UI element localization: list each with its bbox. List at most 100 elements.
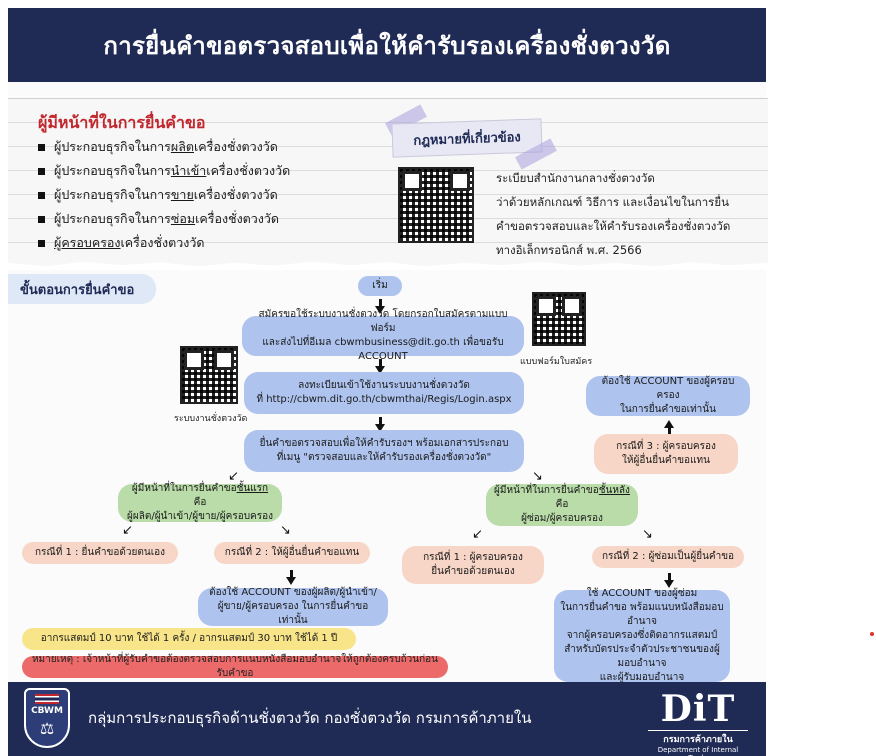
step2-box: ลงทะเบียนเข้าใช้งานระบบงานชั่งตวงวัด ที่… (244, 372, 524, 414)
detail-line: ในการยื่นคำขอ พร้อมแนบหนังสือมอบอำนาจ (560, 602, 724, 627)
steps-label: ขั้นตอนการยื่นคำขอ (8, 274, 156, 304)
bullet-icon (38, 191, 45, 199)
law-qr-code-icon[interactable] (398, 167, 474, 243)
arrow-down-right-icon: ↘ (280, 523, 291, 538)
detail-line: ผู้ขาย/ผู้ครอบครอง ในการยื่นคำขอเท่านั้น (217, 601, 369, 626)
detail-line: และผู้รับมอบอำนาจ (599, 672, 685, 683)
arrow-down-icon (664, 573, 674, 588)
cbwm-logo-text: CBWM (31, 706, 63, 716)
list-item: ผู้ครอบครองเครื่องชั่งตวงวัด (38, 231, 290, 255)
law-line: ระเบียบสำนักงานกลางชั่งตวงวัด (496, 171, 655, 185)
step3-box: ยื่นคำขอตรวจสอบเพื่อให้คำรับรองฯ พร้อมเอ… (244, 430, 524, 472)
later-tier-text: ผู้มีหน้าที่ในการยื่นคำขอ (494, 485, 599, 496)
case3-right-line: กรณีที่ 3 : ผู้ครอบครอง (616, 441, 716, 452)
step1-box: สมัครขอใช้ระบบงานชั่งตวงวัด โดยกรอกใบสมั… (242, 309, 524, 362)
case1-left-text: กรณีที่ 1 : ยื่นคำขอด้วยตนเอง (34, 547, 165, 558)
case1-mid-line: ยื่นคำขอด้วยตนเอง (431, 566, 515, 577)
arrow-down-icon (375, 417, 385, 432)
later-tier-box: ผู้มีหน้าที่ในการยื่นคำขอชั้นหลัง คือ ผู… (486, 484, 638, 526)
first-tier-text: ผู้มีหน้าที่ในการยื่นคำขอ (131, 483, 237, 494)
case1-mid-line: กรณีที่ 1 : ผู้ครอบครอง (423, 552, 523, 563)
detail-line: ในการยื่นคำขอเท่านั้น (620, 404, 716, 415)
arrow-down-right-icon: ↘ (642, 527, 653, 542)
arrow-up-icon (664, 420, 674, 436)
red-dot-mark (870, 632, 874, 636)
case3-right-box: กรณีที่ 3 : ผู้ครอบครอง ให้ผู้อื่นยื่นคำ… (594, 434, 738, 474)
arrow-down-left-icon: ↙ (472, 527, 483, 542)
footer-text: กลุ่มการประกอบธุรกิจด้านชั่งตวงวัด กองชั… (88, 709, 532, 727)
stamp-note-text: อากรแสตมป์ 10 บาท ใช้ได้ 1 ครั้ง / อากรแ… (40, 633, 338, 644)
system-qr-code-icon[interactable] (180, 346, 238, 404)
torn-edge (8, 261, 768, 270)
later-tier-line2: ผู้ซ่อม/ผู้ครอบครอง (521, 513, 603, 524)
case2-right-box: กรณีที่ 2 : ผู้ซ่อมเป็นผู้ยื่นคำขอ (592, 546, 744, 568)
qr-system-caption: ระบบงานชั่งตวงวัด (174, 414, 248, 424)
duty-list: ผู้ประกอบธุรกิจในการผลิตเครื่องชั่งตวงวั… (38, 135, 290, 255)
first-tier-text: คือ (193, 497, 207, 508)
bullet-icon (38, 239, 45, 247)
law-line: ทางอิเล็กทรอนิกส์ พ.ศ. 2566 (496, 243, 642, 257)
cbwm-logo: CBWM ⚖ (24, 688, 70, 748)
arrow-down-icon (375, 299, 385, 314)
arrow-down-icon (286, 570, 296, 585)
duty-text: เครื่องชั่งตวงวัด (193, 187, 278, 202)
dit-logo: DiT กรมการค้าภายใน Department of Interna… (648, 688, 748, 756)
step2-line: ที่ http://cbwm.dit.go.th/cbwmthai/Regis… (256, 394, 512, 405)
duty-key: ผู้ครอบครอง (54, 235, 121, 250)
duty-text: ผู้ประกอบธุรกิจในการ (54, 139, 171, 154)
case2-right-detail-box: ใช้ ACCOUNT ของผู้ซ่อม ในการยื่นคำขอ พร้… (554, 588, 730, 683)
qr-form-caption: แบบฟอร์มใบสมัคร (520, 357, 593, 367)
later-tier-text: คือ (555, 499, 569, 510)
case2-left-detail-box: ต้องใช้ ACCOUNT ของผู้ผลิต/ผู้นำเข้า/ ผู… (198, 587, 388, 626)
duty-key: นำเข้า (170, 163, 207, 178)
scale-icon: ⚖ (39, 719, 55, 738)
footer-banner: CBWM ⚖ กลุ่มการประกอบธุรกิจด้านชั่งตวงวั… (8, 682, 766, 756)
bullet-icon (38, 167, 45, 175)
law-line: ว่าด้วยหลักเกณฑ์ วิธีการ และเงื่อนไขในกา… (496, 195, 729, 209)
thai-flag-icon (35, 694, 59, 704)
dit-thai-name: กรมการค้าภายใน (648, 730, 748, 746)
arrow-down-right-icon: ↘ (532, 469, 543, 484)
detail-line: ต้องใช้ ACCOUNT ของผู้ครอบครอง (601, 376, 735, 401)
duty-text: ผู้ประกอบธุรกิจในการ (54, 211, 171, 226)
dit-logo-text: DiT (660, 688, 736, 730)
detail-line: ใช้ ACCOUNT ของผู้ซ่อม (586, 588, 698, 599)
list-item: ผู้ประกอบธุรกิจในการซ่อมเครื่องชั่งตวงวั… (38, 207, 290, 231)
duty-key: ผลิต (170, 139, 194, 154)
start-text: เริ่ม (372, 280, 388, 291)
list-item: ผู้ประกอบธุรกิจในการผลิตเครื่องชั่งตวงวั… (38, 135, 290, 159)
bullet-icon (38, 143, 45, 151)
step1-line: และส่งไปที่อีเมล cbwmbusiness@dit.go.th … (262, 337, 504, 362)
list-item: ผู้ประกอบธุรกิจในการนำเข้าเครื่องชั่งตวง… (38, 159, 290, 183)
step1-line: สมัครขอใช้ระบบงานชั่งตวงวัด โดยกรอกใบสมั… (258, 309, 508, 334)
duty-text: เครื่องชั่งตวงวัด (206, 163, 291, 178)
case2-left-text: กรณีที่ 2 : ให้ผู้อื่นยื่นคำขอแทน (224, 547, 360, 558)
duty-text: เครื่องชั่งตวงวัด (194, 139, 278, 154)
first-tier-box: ผู้มีหน้าที่ในการยื่นคำขอชั้นแรก คือ ผู้… (118, 483, 282, 522)
case2-left-box: กรณีที่ 2 : ให้ผู้อื่นยื่นคำขอแทน (214, 542, 370, 564)
list-item: ผู้ประกอบธุรกิจในการขายเครื่องชั่งตวงวัด (38, 183, 290, 207)
page-title: การยื่นคำขอตรวจสอบเพื่อให้คำรับรองเครื่อ… (103, 31, 671, 60)
duties-section: ผู้มีหน้าที่ในการยื่นคำขอ ผู้ประกอบธุรกิ… (8, 98, 768, 266)
remark-text: หมายเหตุ : เจ้าหน้าที่ผู้รับคำขอต้องตรวจ… (31, 654, 439, 679)
step3-line: ยื่นคำขอตรวจสอบเพื่อให้คำรับรองฯ พร้อมเอ… (259, 438, 509, 449)
bullet-icon (38, 215, 45, 223)
duty-key: ซ่อม (170, 211, 196, 226)
arrow-down-left-icon: ↙ (228, 469, 239, 484)
stamp-note: อากรแสตมป์ 10 บาท ใช้ได้ 1 ครั้ง / อากรแ… (22, 628, 356, 650)
duty-text: ผู้ประกอบธุรกิจในการ (54, 163, 171, 178)
header-banner: การยื่นคำขอตรวจสอบเพื่อให้คำรับรองเครื่อ… (8, 8, 766, 82)
duties-title: ผู้มีหน้าที่ในการยื่นคำขอ (38, 113, 206, 132)
infographic-page: การยื่นคำขอตรวจสอบเพื่อให้คำรับรองเครื่อ… (8, 8, 768, 756)
duty-key: ขาย (170, 187, 194, 202)
detail-line: สำหรับบัตรประจำตัวประชาชนของผู้มอบอำนาจ (564, 644, 720, 669)
case3-right-line: ให้ผู้อื่นยื่นคำขอแทน (622, 455, 710, 466)
step3-line: ที่เมนู "ตรวจสอบและให้คำรับรองเครื่องชั่… (276, 452, 492, 463)
step2-line: ลงทะเบียนเข้าใช้งานระบบงานชั่งตวงวัด (298, 380, 470, 391)
arrow-down-left-icon: ↙ (122, 523, 133, 538)
duty-text: เครื่องชั่งตวงวัด (195, 211, 280, 226)
dit-english-name: Department of Internal Trade (657, 746, 739, 756)
start-box: เริ่ม (358, 276, 402, 296)
case2-right-text: กรณีที่ 2 : ผู้ซ่อมเป็นผู้ยื่นคำขอ (601, 551, 735, 562)
form-qr-code-icon[interactable] (532, 292, 586, 346)
